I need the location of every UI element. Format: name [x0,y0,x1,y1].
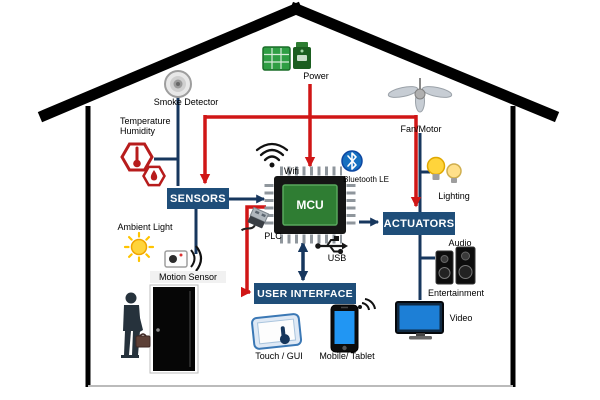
touch-tablet-icon [251,313,303,350]
blue-connections [154,96,435,300]
mcu-title: MCU [296,198,324,212]
lighting-label: Lighting [438,191,470,201]
motion-sensor-label: Motion Sensor [150,271,226,283]
bluetooth-label: Bluetooth LE [343,175,389,184]
usb-symbol-icon [315,236,348,255]
smoke-detector-icon [164,70,192,98]
sensors-box: SENSORS [167,188,229,209]
speakers-icon [435,246,476,285]
house-outline [37,1,560,387]
mobile-tablet-label: Mobile/ Tablet [319,351,375,361]
usb-label: USB [327,253,347,263]
temperature-line: Temperature [120,116,171,126]
audio-label: Audio [448,238,472,248]
ambient-light-label: Ambient Light [117,222,173,232]
roof-right [288,1,560,123]
ambient-light-icon [123,231,155,263]
wifi-icon [255,142,289,168]
temperature-label: Temperature Humidity [120,116,190,136]
solar-panel-icon [262,46,291,71]
red-line-to-user-interface [240,205,266,298]
power-label: Power [303,71,329,81]
entertainment-label: Entertainment [427,288,485,298]
touch-gui-label: Touch / GUI [255,351,303,361]
tv-icon [395,301,444,340]
video-label: Video [449,313,473,323]
user-interface-box: USER INTERFACE [254,283,356,304]
light-bulbs-icon [426,156,462,183]
fan-motor-label: Fan/Motor [400,124,442,134]
wifi-label: Wifi [284,166,299,176]
smoke-detector-label: Smoke Detector [153,97,219,107]
humidity-line: Humidity [120,126,156,136]
temperature-humidity-icon [120,142,166,187]
bluetooth-icon [341,150,363,172]
actuators-box: ACTUATORS [383,212,455,235]
door-icon [149,284,199,374]
mobile-phone-icon [330,298,376,353]
red-connections [199,84,422,298]
motion-sensor-icon [164,245,203,272]
plc-label: PLC [264,231,282,241]
person-icon [121,292,151,358]
power-generator-icon [293,42,311,69]
roof-left [37,1,304,123]
ceiling-fan-icon [387,78,453,113]
mcu-chip-icon [264,166,356,244]
plc-plug-icon [240,206,270,232]
